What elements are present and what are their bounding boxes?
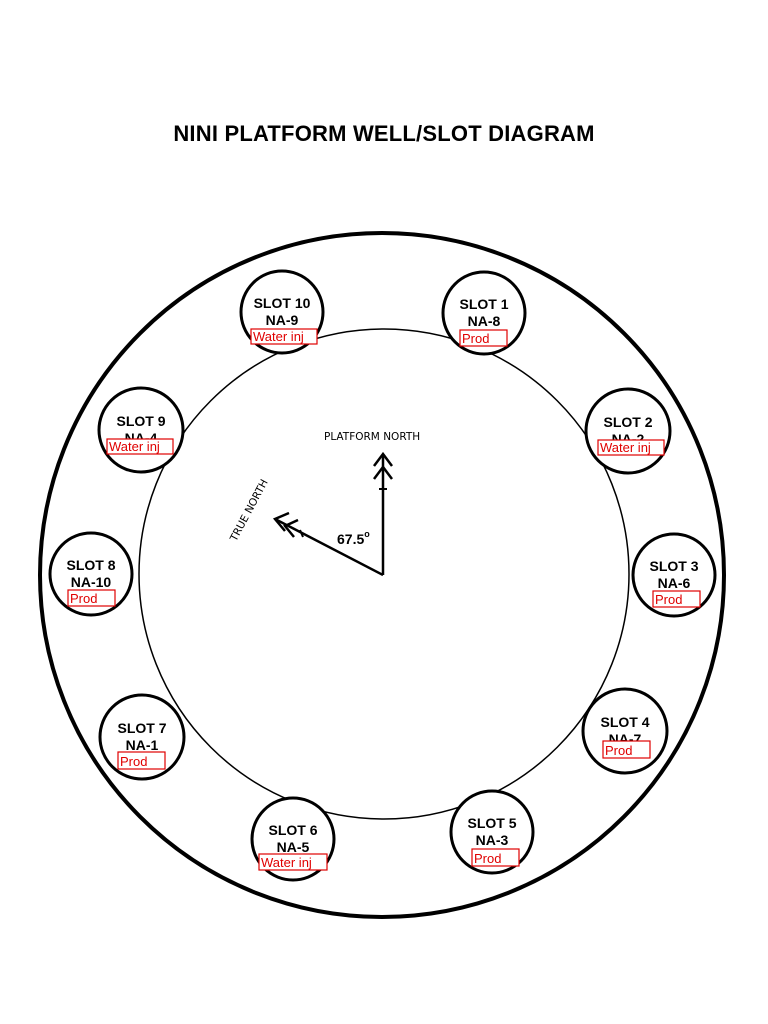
well-name: NA-5 bbox=[277, 839, 310, 855]
well-type-box bbox=[250, 328, 318, 345]
well-name: NA-1 bbox=[126, 737, 159, 753]
angle-label: 67.5o bbox=[337, 529, 370, 547]
well-type-box bbox=[597, 439, 665, 456]
well-type-label: Water inj bbox=[109, 439, 160, 454]
well-type-label: Prod bbox=[474, 851, 501, 866]
slot-name: SLOT 9 bbox=[116, 413, 165, 429]
well-type-label: Prod bbox=[462, 331, 489, 346]
well-type-label: Prod bbox=[120, 754, 147, 769]
well-type-box bbox=[117, 751, 166, 770]
slot-name: SLOT 7 bbox=[117, 720, 166, 736]
diagram-title: NINI PLATFORM WELL/SLOT DIAGRAM bbox=[173, 121, 595, 146]
true-north-label: TRUE NORTH bbox=[228, 477, 271, 544]
angle-value: 67.5 bbox=[337, 531, 364, 547]
well-name: NA-6 bbox=[658, 575, 691, 591]
well-name: NA-10 bbox=[71, 574, 112, 590]
well-type-label: Prod bbox=[605, 743, 632, 758]
slot-name: SLOT 6 bbox=[268, 822, 317, 838]
true-north-arrow bbox=[272, 511, 384, 577]
slot-name: SLOT 1 bbox=[459, 296, 508, 312]
well-type-label: Prod bbox=[655, 592, 682, 607]
well-name: NA-8 bbox=[468, 313, 501, 329]
well-type-box bbox=[258, 853, 328, 871]
well-name: NA-3 bbox=[476, 832, 509, 848]
outer-platform-circle bbox=[38, 231, 726, 919]
slot-name: SLOT 8 bbox=[66, 557, 115, 573]
well-type-box bbox=[106, 438, 174, 455]
well-type-label: Prod bbox=[70, 591, 97, 606]
well-type-box bbox=[652, 590, 701, 608]
well-name: NA-9 bbox=[266, 312, 299, 328]
well-type-box bbox=[602, 740, 651, 759]
inner-platform-circle bbox=[138, 328, 630, 820]
platform-north-label: PLATFORM NORTH bbox=[324, 431, 420, 443]
slot-name: SLOT 10 bbox=[254, 295, 311, 311]
platform-north-arrow bbox=[373, 451, 393, 575]
well-type-label: Water inj bbox=[600, 440, 651, 455]
well-type-label: Water inj bbox=[253, 329, 304, 344]
angle-unit: o bbox=[364, 529, 370, 539]
slot-name: SLOT 4 bbox=[600, 714, 649, 730]
slot-name: SLOT 5 bbox=[467, 815, 516, 831]
slot-name: SLOT 3 bbox=[649, 558, 698, 574]
well-type-label: Water inj bbox=[261, 855, 312, 870]
well-type-box bbox=[471, 848, 520, 867]
slot-name: SLOT 2 bbox=[603, 414, 652, 430]
well-type-box bbox=[67, 589, 116, 607]
well-type-box bbox=[459, 329, 508, 347]
